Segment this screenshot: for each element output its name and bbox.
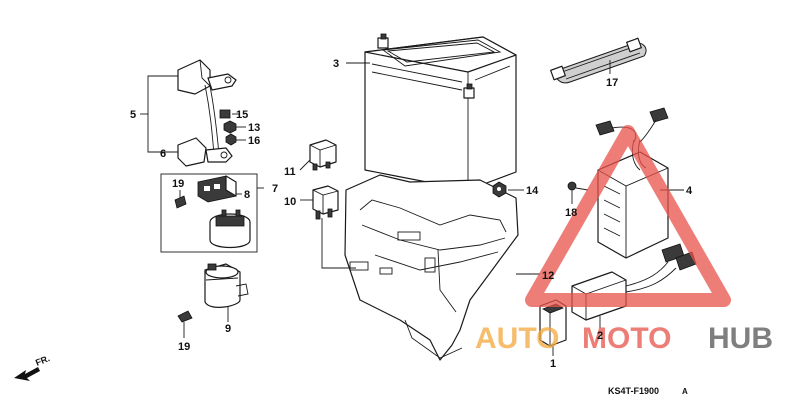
watermark-word-auto: AUTO <box>475 322 559 355</box>
watermark-word-moto: MOTO <box>582 322 671 355</box>
callout-19b: 19 <box>178 341 190 353</box>
callout-14: 14 <box>526 185 539 197</box>
battery-case <box>344 174 519 361</box>
terminal-bolt-15 <box>219 109 231 119</box>
callout-6: 6 <box>160 148 166 160</box>
callout-7: 7 <box>272 183 278 195</box>
watermark-triangle <box>525 125 731 307</box>
watermark-logo: AUTO MOTO HUB <box>475 125 773 355</box>
front-label: FR. <box>34 353 51 368</box>
control-unit-2 <box>571 243 697 321</box>
relay-body <box>209 209 251 249</box>
callout-15: 15 <box>236 109 248 121</box>
diagram-code-text: KS4T-F1900 <box>608 386 659 396</box>
front-direction: FR. <box>14 353 51 381</box>
terminal-nut-13 <box>223 120 237 134</box>
callout-11: 11 <box>284 166 296 178</box>
callout-13: 13 <box>248 122 260 134</box>
callout-3: 3 <box>333 58 339 70</box>
callout-17: 17 <box>606 77 618 89</box>
battery-cable <box>177 59 237 167</box>
diagram-code: KS4T-F1900 A <box>608 386 688 396</box>
relay-11 <box>309 139 337 171</box>
starter-relay-group <box>160 173 258 253</box>
relay-10 <box>312 185 339 220</box>
starter-relay-switch <box>197 175 237 203</box>
diagram-code-suffix: A <box>682 387 688 396</box>
battery <box>364 33 517 191</box>
leader-lines <box>140 60 684 356</box>
relay-cushion-19a <box>174 195 187 209</box>
callout-12: 12 <box>542 270 554 282</box>
callout-9: 9 <box>225 323 231 335</box>
bolt-18 <box>567 181 589 191</box>
front-arrow-icon <box>14 367 40 381</box>
callout-10: 10 <box>284 196 296 208</box>
terminal-nut-16 <box>225 133 237 146</box>
callout-1: 1 <box>550 358 556 370</box>
callout-5: 5 <box>130 109 136 121</box>
callout-19a: 19 <box>172 178 184 190</box>
nut <box>492 181 507 198</box>
callouts: 3 17 4 14 12 5 6 15 13 16 7 8 19 9 19 11… <box>130 58 693 370</box>
callout-16: 16 <box>248 135 260 147</box>
callout-4: 4 <box>686 185 693 197</box>
callout-8: 8 <box>244 189 250 201</box>
turn-signal-relay <box>204 263 249 308</box>
relay-cushion-19b <box>177 310 193 323</box>
watermark-word-hub: HUB <box>708 322 773 355</box>
battery-band <box>550 37 647 84</box>
callout-18: 18 <box>565 207 577 219</box>
callout-2: 2 <box>597 330 603 342</box>
